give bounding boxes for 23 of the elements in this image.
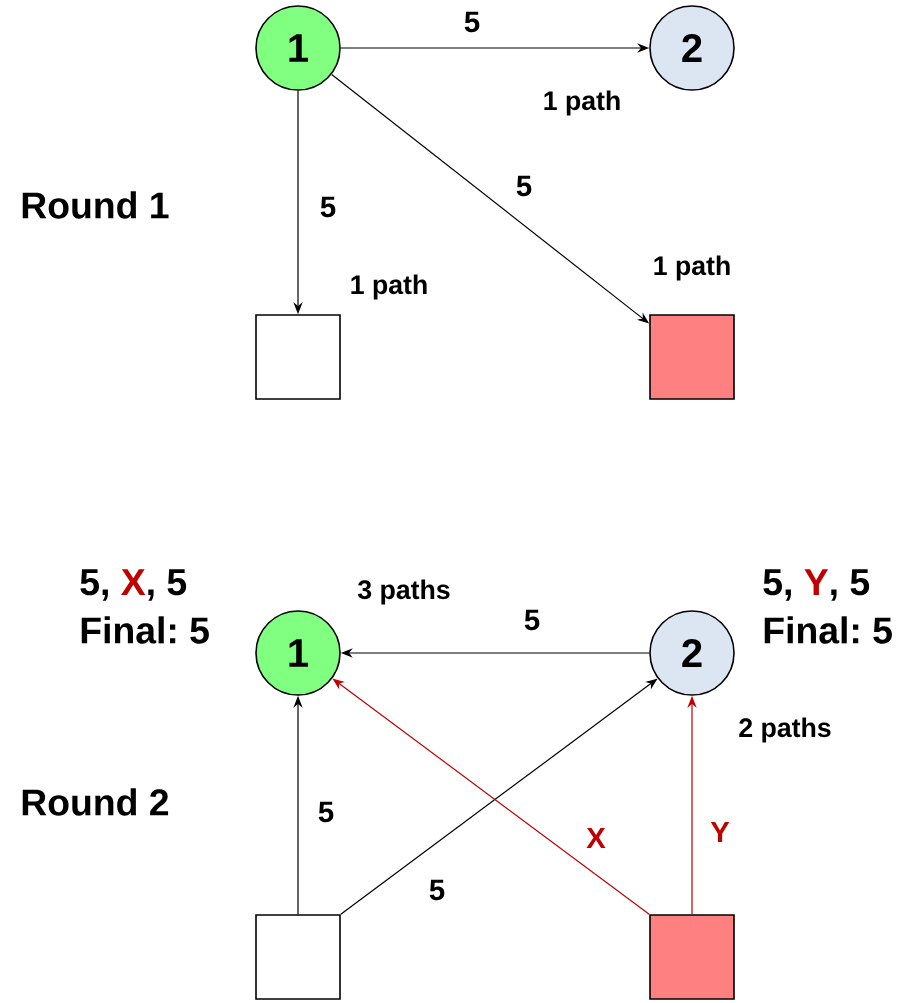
path-count: 1 path bbox=[351, 274, 427, 300]
edge-label: 5 bbox=[462, 10, 482, 34]
square-box bbox=[255, 314, 341, 400]
edge-label: 5 bbox=[522, 608, 542, 632]
edge-label: 5 bbox=[318, 195, 338, 219]
square-box bbox=[255, 914, 341, 1000]
score-text: 5, X, 5 bbox=[80, 569, 187, 601]
edge-label: X bbox=[584, 826, 608, 850]
round-label: Round 1 bbox=[22, 191, 169, 219]
edge-label: 5 bbox=[316, 800, 336, 824]
score-text: 5, Y, 5 bbox=[763, 569, 870, 601]
round-label: Round 2 bbox=[22, 788, 169, 816]
edge-label: 5 bbox=[427, 878, 447, 902]
score-text: Final: 5 bbox=[764, 616, 892, 644]
path-count: 1 path bbox=[654, 255, 730, 281]
path-count: 2 paths bbox=[739, 717, 831, 743]
edge-label: 5 bbox=[514, 174, 534, 198]
edge-label: Y bbox=[708, 820, 732, 844]
path-count: 1 path bbox=[544, 90, 620, 116]
square-box bbox=[649, 914, 735, 1000]
score-text: Final: 5 bbox=[81, 616, 209, 644]
square-box bbox=[649, 314, 735, 400]
path-count: 3 paths bbox=[357, 579, 450, 605]
